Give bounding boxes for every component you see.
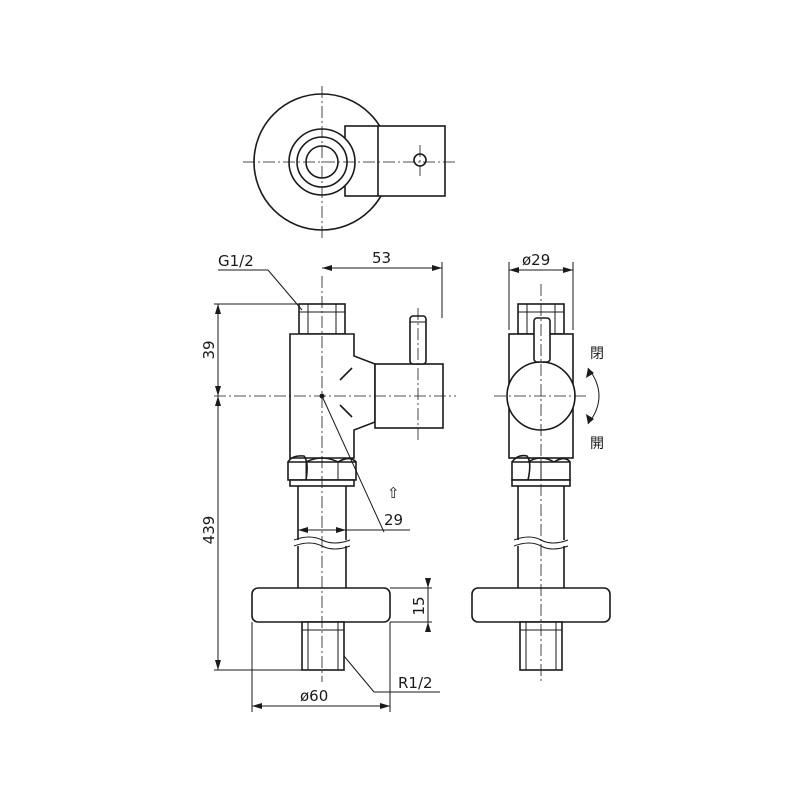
dim-side-diameter: ø29 xyxy=(522,251,550,269)
rotation-arrow-head-bottom xyxy=(586,414,594,424)
front-view xyxy=(214,276,456,682)
side-view xyxy=(471,284,611,682)
dim-flange-diameter: ø60 xyxy=(300,687,328,705)
rotation-arrow-head-top xyxy=(586,368,594,378)
side-handle-lever xyxy=(533,317,551,363)
dim-top-height: 39 xyxy=(200,340,218,359)
label-close: 閉 xyxy=(590,346,604,362)
thread-top-label: G1/2 xyxy=(218,252,254,270)
dim-total-height: 439 xyxy=(200,516,218,545)
dim-flange-thickness: 15 xyxy=(410,596,428,615)
label-open: 開 xyxy=(590,436,604,452)
flow-arrow: ⇧ xyxy=(387,484,400,502)
top-view xyxy=(243,86,458,240)
dim-pipe-diameter: 29 xyxy=(384,511,403,529)
dimensions: 53 G1/2 39 439 29 ⇧ 15 R1/2 xyxy=(200,249,604,712)
dim-width: 53 xyxy=(372,249,391,267)
rotation-arc xyxy=(587,367,600,425)
thread-bottom-label: R1/2 xyxy=(398,674,433,692)
top-view-handle-body xyxy=(344,125,446,197)
front-flange xyxy=(251,587,391,623)
